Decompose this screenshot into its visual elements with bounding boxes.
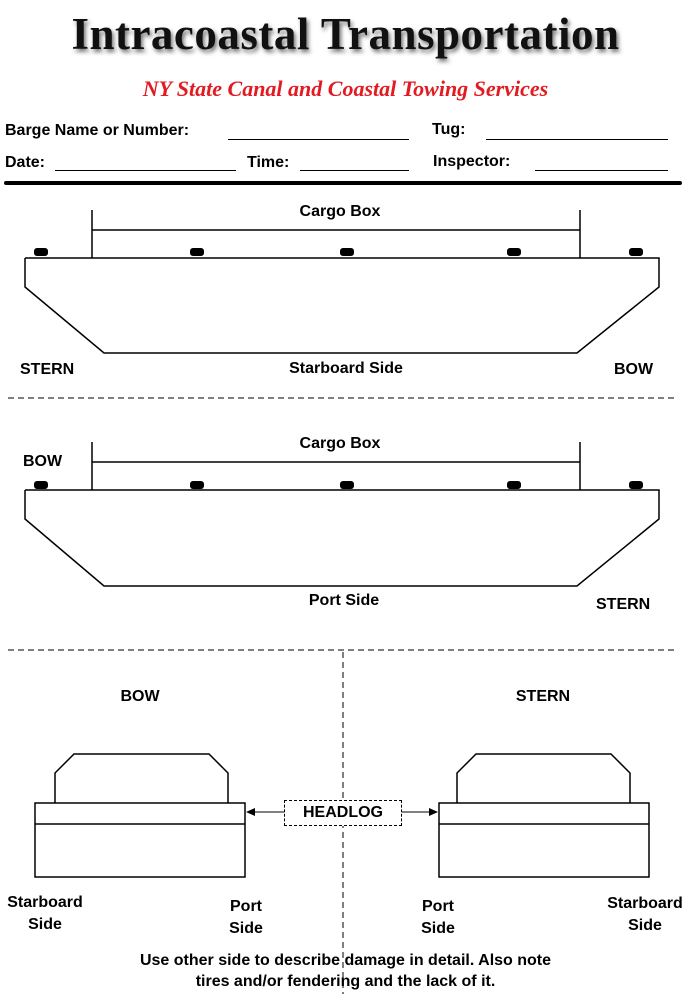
cleat: [507, 248, 521, 256]
header-divider: [4, 181, 682, 185]
port-hull: [24, 442, 660, 587]
footer-line-2: tires and/or fendering and the lack of i…: [195, 973, 496, 990]
barge-label: Barge Name or Number:: [5, 122, 190, 139]
company-title: Intracoastal Transportation: [71, 9, 620, 59]
footer-note: Use other side to describe damage in det…: [0, 950, 691, 992]
barge-field[interactable]: [228, 139, 409, 140]
time-label: Time:: [247, 154, 290, 171]
starboard-hull: [24, 210, 660, 354]
cleat: [190, 248, 204, 256]
cleat: [629, 248, 643, 256]
starboard-view-bow-label: BOW: [614, 361, 654, 378]
cleat: [340, 248, 354, 256]
cargo-box-label-port: Cargo Box: [299, 435, 381, 452]
starboard-view-stern-label: STERN: [20, 361, 75, 378]
cleat: [34, 248, 48, 256]
cleat: [340, 481, 354, 489]
starboard-side-label: Starboard Side: [289, 360, 403, 377]
date-field[interactable]: [55, 170, 236, 171]
stern-port-side-label: Port Side: [421, 898, 455, 937]
stern-starboard-side-label: Starboard Side: [607, 895, 683, 934]
cleat: [629, 481, 643, 489]
tug-label: Tug:: [432, 121, 466, 138]
date-label: Date:: [5, 154, 46, 171]
tug-field[interactable]: [486, 139, 668, 140]
stern-end-view: [438, 753, 650, 878]
port-side-label: Port Side: [308, 592, 380, 609]
cleat: [190, 481, 204, 489]
bow-end-view: [34, 753, 246, 878]
cleat: [507, 481, 521, 489]
port-view-bow-label: BOW: [23, 453, 63, 470]
bow-starboard-side-label: Starboard Side: [7, 894, 83, 933]
inspector-label: Inspector:: [433, 153, 511, 170]
headlog-label: HEADLOG: [284, 800, 402, 826]
inspector-field[interactable]: [535, 170, 668, 171]
bow-end-title: BOW: [120, 688, 160, 705]
stern-end-title: STERN: [515, 688, 571, 705]
time-field[interactable]: [300, 170, 409, 171]
company-subtitle: NY State Canal and Coastal Towing Servic…: [142, 76, 549, 101]
cleat: [34, 481, 48, 489]
bow-port-side-label: Port Side: [229, 898, 263, 937]
footer-line-1: Use other side to describe damage in det…: [139, 952, 552, 969]
cargo-box-label-starboard: Cargo Box: [299, 203, 381, 220]
port-view-stern-label: STERN: [596, 596, 651, 613]
